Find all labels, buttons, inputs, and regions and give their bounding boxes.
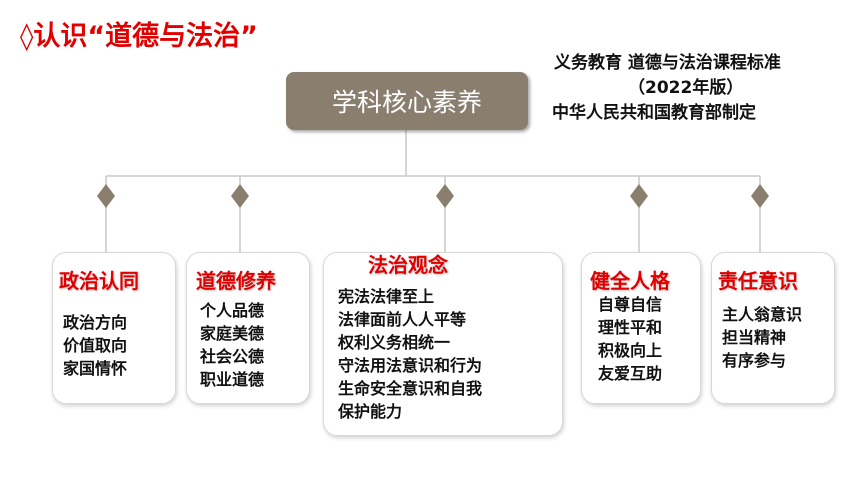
card-title: 道德修养 <box>196 269 276 293</box>
branch-3 <box>436 176 454 252</box>
list-item: 理性平和 <box>598 318 663 337</box>
list-item: 守法用法意识和行为 <box>338 356 483 375</box>
diamond-marker <box>630 184 648 208</box>
source-line-2: （2022年版） <box>628 78 744 98</box>
card-items: 宪法法律至上 法律面前人人平等 权利义务相统一 守法用法意识和行为 生命安全意识… <box>338 285 482 423</box>
source-line-1: 义务教育 道德与法治课程标准 <box>554 53 781 73</box>
diamond-marker <box>97 184 115 208</box>
card-sound-personality: 健全人格 自尊自信 理性平和 积极向上 友爱互助 <box>581 252 701 404</box>
list-item: 友爱互助 <box>598 364 663 383</box>
list-item: 家国情怀 <box>63 359 128 378</box>
card-title: 法治观念 <box>368 253 448 277</box>
card-title: 责任意识 <box>718 269 798 293</box>
core-competency-box: 学科核心素养 <box>286 72 528 130</box>
core-label: 学科核心素养 <box>331 88 482 117</box>
list-item: 职业道德 <box>200 370 265 389</box>
page-title: ◊认识“道德与法治” <box>20 21 258 52</box>
list-item: 个人品德 <box>200 301 265 320</box>
list-item: 积极向上 <box>598 341 663 360</box>
card-items: 自尊自信 理性平和 积极向上 友爱互助 <box>598 293 662 385</box>
branch-4 <box>630 176 648 252</box>
list-item: 权利义务相统一 <box>338 333 451 352</box>
card-items: 政治方向 价值取向 家国情怀 <box>63 311 127 380</box>
branch-1 <box>97 176 115 252</box>
list-item: 保护能力 <box>338 402 403 421</box>
list-item: 社会公德 <box>200 347 265 366</box>
branch-2 <box>231 176 249 252</box>
card-rule-of-law: 法治观念 宪法法律至上 法律面前人人平等 权利义务相统一 守法用法意识和行为 生… <box>323 252 563 436</box>
diamond-marker <box>751 184 769 208</box>
list-item: 政治方向 <box>63 313 128 332</box>
list-item: 价值取向 <box>63 336 128 355</box>
list-item: 家庭美德 <box>200 324 265 343</box>
card-sense-of-responsibility: 责任意识 主人翁意识 担当精神 有序参与 <box>711 252 835 404</box>
branch-5 <box>751 176 769 252</box>
card-title: 政治认同 <box>59 269 139 293</box>
list-item: 自尊自信 <box>598 295 663 314</box>
list-item: 宪法法律至上 <box>338 287 435 306</box>
diamond-marker <box>231 184 249 208</box>
card-items: 个人品德 家庭美德 社会公德 职业道德 <box>200 299 264 391</box>
card-moral-cultivation: 道德修养 个人品德 家庭美德 社会公德 职业道德 <box>186 252 310 404</box>
list-item: 担当精神 <box>722 328 787 347</box>
list-item: 法律面前人人平等 <box>338 310 467 329</box>
card-items: 主人翁意识 担当精神 有序参与 <box>722 303 802 372</box>
list-item: 生命安全意识和自我 <box>338 379 483 398</box>
card-political-identity: 政治认同 政治方向 价值取向 家国情怀 <box>52 252 176 404</box>
source-line-3: 中华人民共和国教育部制定 <box>552 103 756 123</box>
list-item: 有序参与 <box>722 351 787 370</box>
card-title: 健全人格 <box>590 269 670 293</box>
list-item: 主人翁意识 <box>722 305 803 324</box>
diamond-marker <box>436 184 454 208</box>
